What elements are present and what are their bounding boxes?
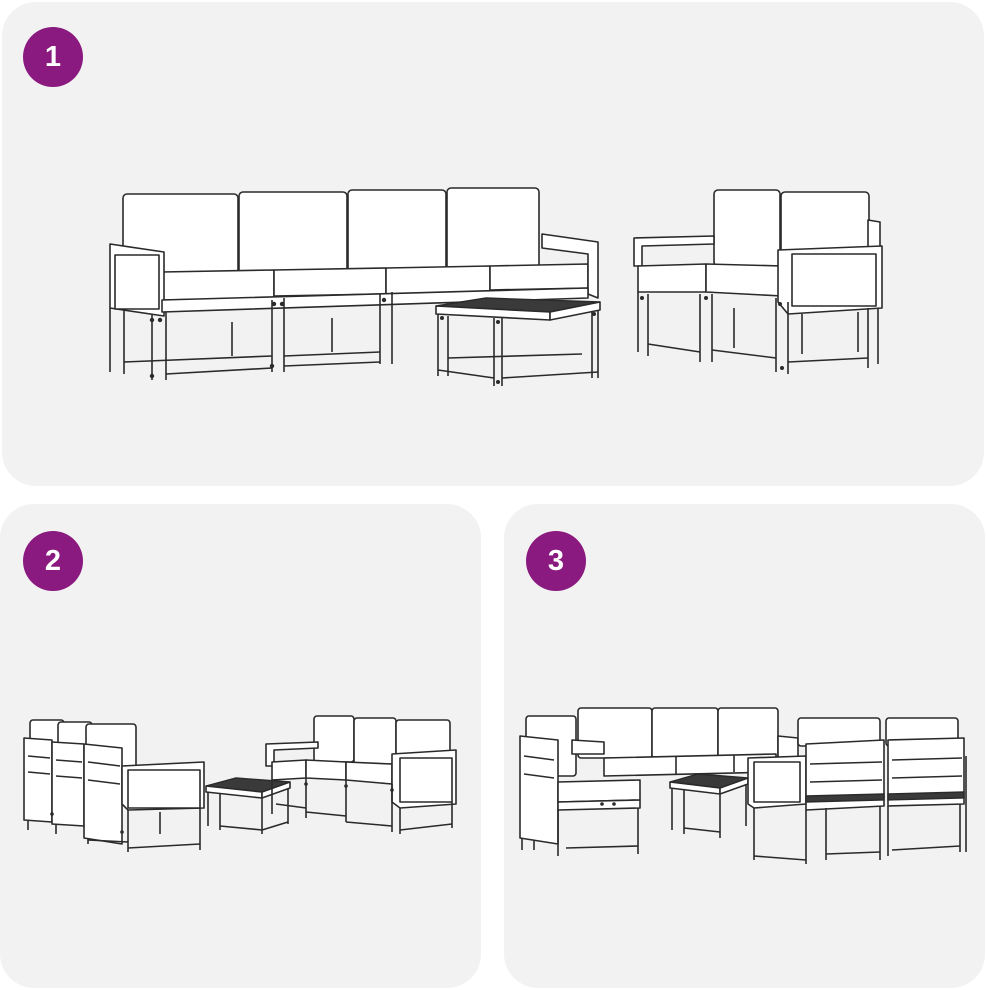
step-badge-1: 1 [23,27,83,87]
furniture-illustration-3 [519,707,967,864]
armrest [633,235,715,267]
back-edge [867,219,881,249]
layout-panel-1: 1 [2,2,984,486]
sofa-long [109,187,599,380]
step-badge-3: 3 [526,531,586,591]
furniture-illustration-2 [23,715,457,852]
coffee-table [669,773,749,838]
coffee-table [205,777,291,834]
table-apron [549,301,601,321]
seat-cushion [489,263,589,291]
seat-cushion [161,269,275,301]
chair-left [519,715,641,856]
back-cushion [446,187,540,275]
seat-cushion [705,263,783,297]
back-cushion [238,191,348,275]
back-cushion [347,189,447,275]
sofa-right [265,715,457,834]
layout-panel-3: 3 [504,504,985,988]
back-cushion [713,189,781,267]
sofa-short [633,189,883,374]
seat-cushion [273,267,387,297]
armrest-panel [791,253,877,307]
step-badge-2: 2 [23,531,83,591]
frame-rail [161,287,589,313]
seat-cushion [385,265,491,295]
chair-group-right [747,717,967,864]
seat-cushion [637,263,707,293]
chair-group-left [23,719,205,852]
furniture-illustration-1 [109,187,883,386]
armrest-panel [114,254,160,310]
coffee-table [435,297,601,386]
layout-panel-2: 2 [0,504,481,988]
